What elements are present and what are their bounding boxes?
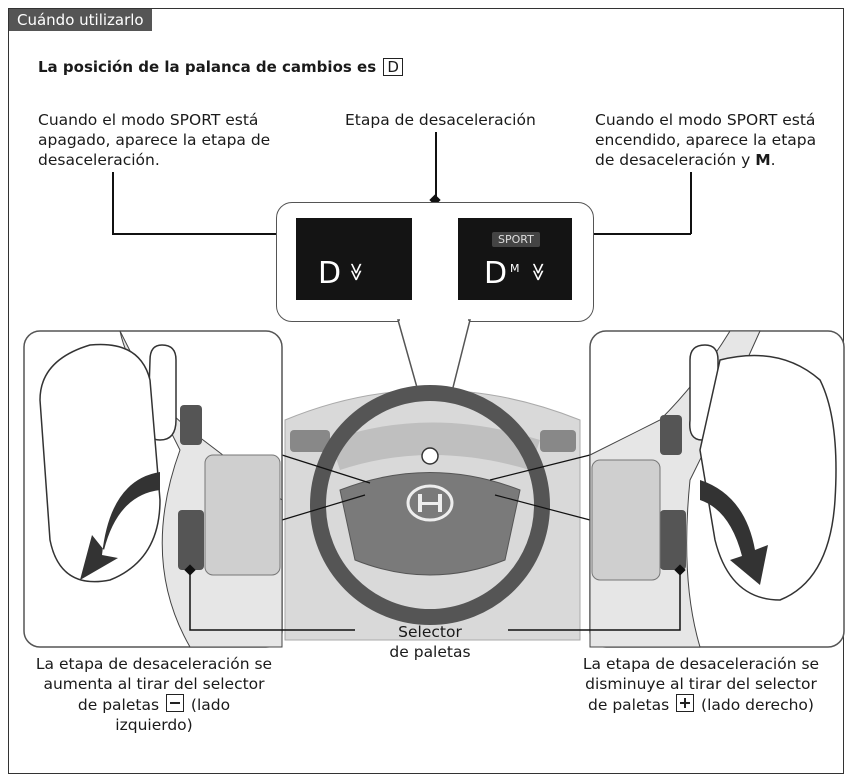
caption-line: de paletas (lado <box>77 694 231 714</box>
gear-key-d: D <box>383 58 403 76</box>
leader-line <box>435 132 437 200</box>
callout-sport-on: Cuando el modo SPORT está encendido, apa… <box>595 110 816 170</box>
caption-line: de paletas (lado derecho) <box>588 694 814 714</box>
caption-line: La etapa de desaceleración se <box>35 655 273 673</box>
paddle-selector-label: Selector de paletas <box>360 622 500 662</box>
callout-line: de desaceleración y M. <box>595 151 776 169</box>
cluster-marker-icon <box>421 447 439 465</box>
callout-line: Cuando el modo SPORT está <box>38 111 259 129</box>
callout-line: Cuando el modo SPORT está <box>595 111 816 129</box>
caption-line: aumenta al tirar del selector <box>43 675 265 693</box>
leader-line <box>112 233 302 235</box>
caption-right: La etapa de desaceleración se disminuye … <box>560 654 842 715</box>
manual-indicator: M <box>510 262 520 275</box>
heading-text: La posición de la palanca de cambios es <box>38 58 377 76</box>
leader-line <box>112 172 114 234</box>
gear-indicator: D <box>484 256 508 291</box>
minus-key-icon <box>165 694 184 712</box>
display-sport-on: SPORT D M ≫ <box>458 218 572 300</box>
callout-line: encendido, aparece la etapa <box>595 131 817 149</box>
label-line: Selector <box>398 623 462 641</box>
caption-line: izquierdo) <box>115 716 193 734</box>
leader-line <box>690 172 692 234</box>
leader-line <box>572 233 691 235</box>
callout-line: desaceleración. <box>38 151 160 169</box>
plus-key-icon <box>676 694 695 712</box>
display-sport-off: D ≫ <box>296 218 412 300</box>
caption-left: La etapa de desaceleración se aumenta al… <box>14 654 294 735</box>
callout-sport-off: Cuando el modo SPORT está apagado, apare… <box>38 110 270 170</box>
sport-badge: SPORT <box>492 232 540 247</box>
heading: La posición de la palanca de cambios es … <box>38 58 403 76</box>
callout-deceleration-stage: Etapa de desaceleración <box>345 111 536 129</box>
label-line: de paletas <box>389 643 471 661</box>
caption-line: La etapa de desaceleración se <box>582 655 820 673</box>
callout-line: apagado, aparece la etapa de <box>38 131 271 149</box>
caption-line: disminuye al tirar del selector <box>585 675 817 693</box>
section-tab: Cuándo utilizarlo <box>9 9 152 31</box>
gear-indicator: D <box>318 256 342 291</box>
